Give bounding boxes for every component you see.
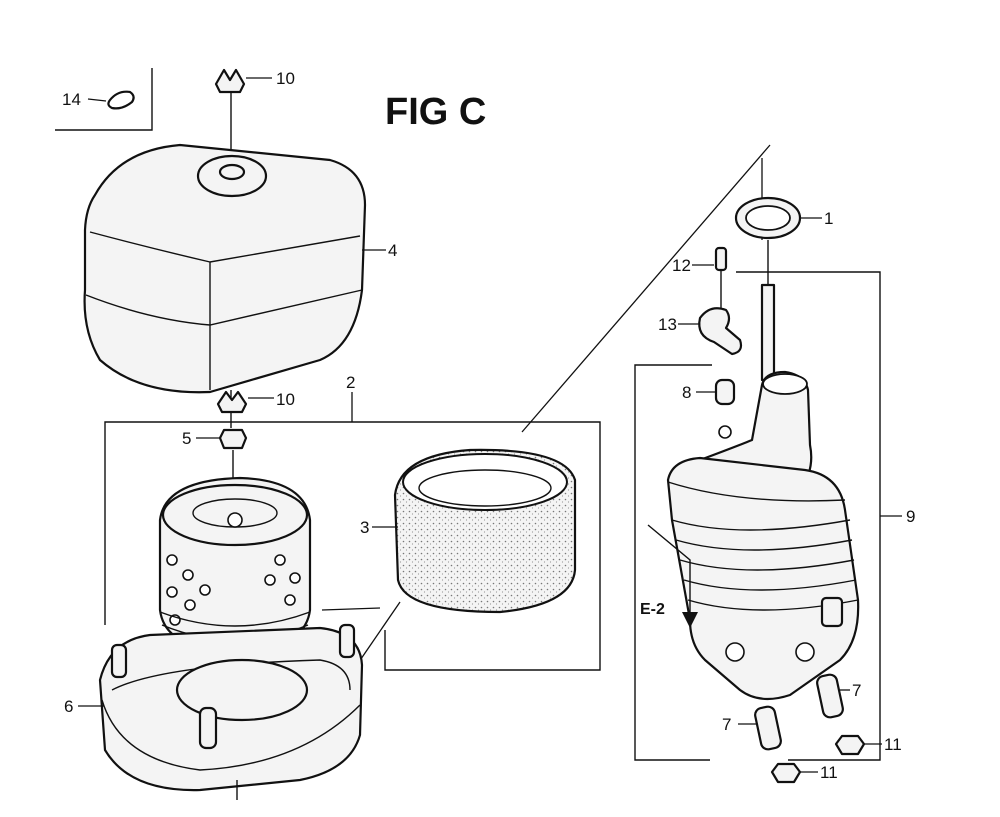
perforation [184,599,196,611]
callout-4: 4 [388,241,397,260]
air-cleaner-elbow [666,240,860,701]
perforation [284,594,296,606]
foam-element-opening [402,453,568,511]
elbow-rib [675,539,853,551]
elbow-rib [679,559,855,571]
nut-5-shape [218,428,248,450]
cover-rim-line [85,289,363,326]
nuts-part-11: 11 11 [770,734,902,784]
perforation [166,586,178,598]
callout-1: 1 [824,209,833,228]
elbow-bracket-tab [820,596,844,628]
bracket-2-frame [104,421,601,671]
elbow-rib [671,519,851,531]
cover-body-part-4 [83,143,367,394]
seal-part-1: 1 [734,196,833,240]
foam-element: 3 [360,448,577,614]
elbow-body [666,456,860,701]
explosion-line-lower-b [321,607,381,611]
collar-part-8: 8 [682,378,736,406]
wing-nut-part-10-middle [216,390,248,414]
callout-6: 6 [64,697,73,716]
callout-13: 13 [658,315,677,334]
perforation [182,569,194,581]
foam-element-inner [418,469,552,507]
elbow-assembly-bracket: 9 [634,271,915,761]
callout-2: 2 [346,373,355,392]
cover-edge-line [89,231,361,263]
bracket-9-left [634,364,712,761]
callout-12: 12 [672,256,691,275]
elbow-inlet [762,373,808,395]
base-breather-tube [198,706,218,750]
perforation [274,554,286,566]
reference-label: E-2 [640,601,665,618]
clamp-part-13: 13 [658,307,743,356]
paper-element [158,476,312,654]
callout-7-right: 7 [852,681,861,700]
collar-8-shape [714,378,736,406]
elbow-rib [683,579,857,591]
perforation [264,574,276,586]
elbow-top-edge [667,481,846,502]
inset-frame [55,68,153,131]
elbow-mount-hole [718,425,732,439]
callout-7-left: 7 [722,715,731,734]
seal-inner [745,205,791,231]
air-cleaner-cover: 4 [83,143,397,394]
elbow-stud [760,283,776,382]
nut-11-left [770,762,802,784]
callout-3: 3 [360,518,369,537]
tube-7-right [816,673,844,719]
figure-title: FIG C [385,91,486,133]
wing-nut-top: 10 [214,68,295,160]
explosion-line-upper [521,144,771,433]
perforation [289,572,301,584]
tube-7-left [754,705,782,751]
callout-14: 14 [62,90,81,109]
callout-10-top: 10 [276,69,295,88]
base-outer-rim [101,699,361,771]
callout-10-middle: 10 [276,390,295,409]
reference-arrowhead [682,612,698,628]
callout-9: 9 [906,507,915,526]
reference-e2: E-2 [640,524,698,628]
callout-11-left: 11 [820,763,838,782]
base-post [110,643,128,679]
air-cleaner-base: 6 [64,623,364,800]
perforation [166,554,178,566]
wing-nut-part-10-top [214,68,246,94]
clamp-13-shape [698,307,743,356]
leader-14 [87,98,107,102]
inset-part-14: 14 [55,68,153,131]
callout-8: 8 [682,383,691,402]
paper-element-center [227,512,243,528]
clip-part-14 [107,90,135,110]
base-post [338,623,356,659]
bolt-12-head [714,246,728,272]
callout-11-right: 11 [884,735,902,754]
cover-boss-center [218,163,246,181]
tubes-part-7: 7 7 [722,673,861,751]
callout-5: 5 [182,429,191,448]
reference-arrow-line [647,524,691,615]
base-opening [175,658,309,722]
elbow-port [795,642,815,662]
element-assembly-bracket: 2 [104,373,601,671]
paper-element-rim [159,611,311,627]
nut-11-right [834,734,866,756]
elbow-port [725,642,745,662]
perforation [199,584,211,596]
